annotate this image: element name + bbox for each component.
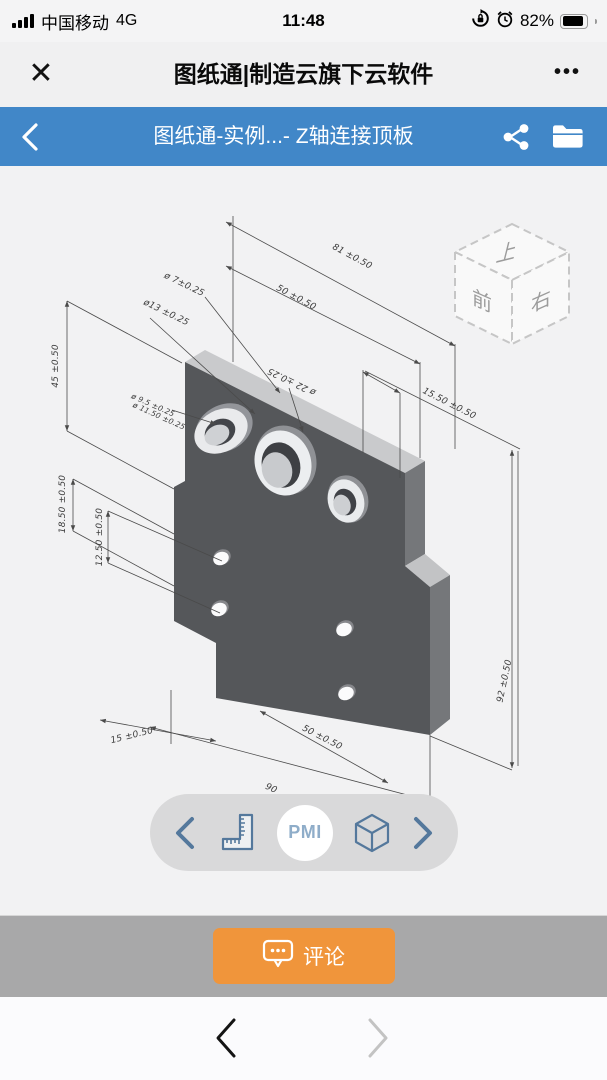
dimension-lines <box>64 216 521 808</box>
page-title: 图纸通|制造云旗下云软件 <box>173 61 434 87</box>
model-view-button[interactable] <box>350 811 394 855</box>
signal-strength-icon <box>12 14 34 28</box>
view-cube-right-label: 右 <box>531 286 551 317</box>
viewer-toolbar: PMI <box>150 794 458 871</box>
alarm-icon <box>496 10 514 33</box>
webview-nav-bar: ✕ 图纸通|制造云旗下云软件 ••• <box>0 42 607 107</box>
document-title: 图纸通-实例...- Z轴连接顶板 <box>153 125 414 148</box>
comment-button[interactable]: 评论 <box>212 928 395 984</box>
doc-toolbar: 图纸通-实例...- Z轴连接顶板 <box>0 107 607 166</box>
footer-band: 评论 <box>0 916 607 997</box>
status-bar: 中国移动 4G 11:48 82% <box>0 0 607 42</box>
clock-label: 11:48 <box>282 11 325 30</box>
network-type-label: 4G <box>116 12 138 29</box>
battery-icon <box>560 13 588 29</box>
carrier-label: 中国移动 <box>41 13 109 33</box>
view-cube-front-label: 前 <box>472 286 492 317</box>
battery-percent-label: 82% <box>519 11 554 30</box>
rotation-lock-icon <box>471 9 490 33</box>
browser-back-icon[interactable] <box>210 1015 240 1066</box>
share-icon[interactable] <box>501 122 531 157</box>
more-menu-icon[interactable]: ••• <box>553 61 581 83</box>
cad-viewer-canvas[interactable]: 上 前 右 81 ±0.50 50 ±0.50 ø 7±0.25 ø13 ±0.… <box>0 166 607 916</box>
measure-tool-button[interactable] <box>215 810 261 856</box>
comment-button-label: 评论 <box>303 946 345 969</box>
dim-label: 18.50 ±0.50 <box>58 474 68 534</box>
part-body <box>174 350 450 735</box>
close-icon[interactable]: ✕ <box>28 57 54 90</box>
prev-view-button[interactable] <box>172 814 198 852</box>
comment-bubble-icon <box>262 938 294 974</box>
pmi-toggle-button[interactable]: PMI <box>277 804 333 861</box>
next-view-button[interactable] <box>410 814 436 852</box>
browser-bottom-bar <box>0 997 607 1080</box>
dim-label: 12.50 ±0.50 <box>95 507 105 567</box>
cad-part-drawing: 上 前 右 <box>64 216 572 808</box>
browser-forward-icon[interactable] <box>364 1015 394 1066</box>
view-cube[interactable]: 上 前 右 <box>452 222 572 346</box>
back-chevron-icon[interactable] <box>18 121 42 158</box>
folder-icon[interactable] <box>551 122 585 156</box>
dim-label: 45 ±0.50 <box>51 344 61 388</box>
battery-tip <box>595 18 597 24</box>
